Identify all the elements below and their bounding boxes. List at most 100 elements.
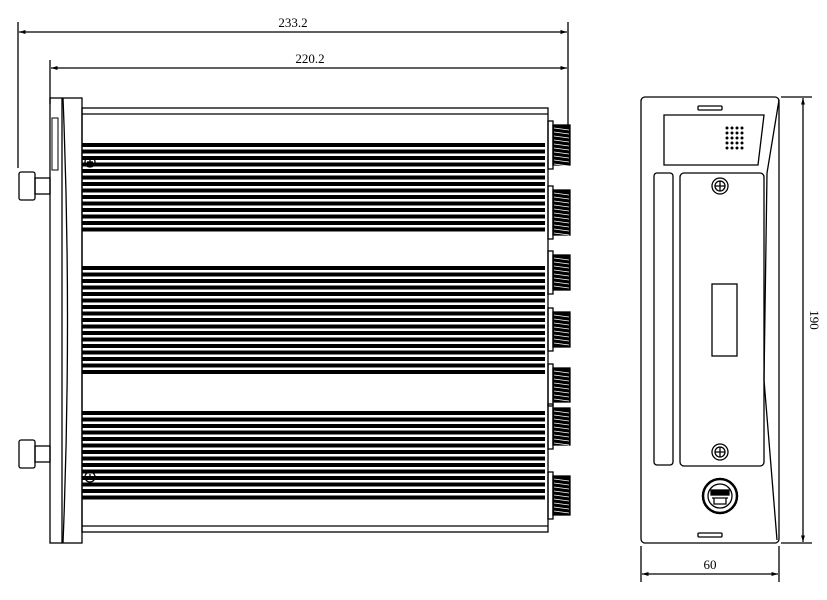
fin xyxy=(82,162,545,167)
fin xyxy=(82,337,545,342)
dimension-label-body-length: 220.2 xyxy=(295,51,324,66)
grille-dot xyxy=(730,141,734,145)
fin xyxy=(82,430,545,435)
connector-icon xyxy=(547,185,571,240)
dimension-body-length: 220.2 xyxy=(49,51,567,104)
fin xyxy=(82,175,545,180)
front-panel-outline xyxy=(640,96,780,544)
slot xyxy=(697,532,723,538)
fin xyxy=(82,495,545,500)
fin xyxy=(82,344,545,348)
fin xyxy=(82,363,545,368)
dimension-width: 60 xyxy=(640,546,780,582)
fin xyxy=(82,214,545,219)
fin xyxy=(82,156,545,160)
power-connector-icon xyxy=(701,477,739,515)
grille-dot xyxy=(725,141,729,145)
fin xyxy=(82,489,545,493)
dimension-label-overall-length: 233.2 xyxy=(278,15,307,30)
front-plate xyxy=(49,97,83,544)
display-window xyxy=(663,114,765,166)
grille-dot xyxy=(730,126,734,130)
grille-dot xyxy=(735,136,739,140)
grille-dot xyxy=(725,146,729,150)
dimension-label-width: 60 xyxy=(704,557,717,572)
thumbscrew-icon xyxy=(18,171,51,201)
fin xyxy=(82,437,545,441)
fin xyxy=(82,227,545,232)
connector-icon xyxy=(547,403,571,450)
fin xyxy=(82,424,545,428)
screw-icon xyxy=(711,177,729,195)
fin xyxy=(82,143,545,147)
fin xyxy=(82,482,545,487)
thumbscrew-icon xyxy=(18,439,51,469)
fin xyxy=(82,311,545,316)
fin xyxy=(82,318,545,322)
fin xyxy=(82,350,545,355)
access-cover xyxy=(679,172,765,467)
fin xyxy=(82,305,545,309)
fin xyxy=(82,324,545,329)
fin xyxy=(82,221,545,225)
grille-dot xyxy=(740,141,744,145)
connector-icon xyxy=(547,363,571,407)
grille-dot xyxy=(735,126,739,130)
fin xyxy=(82,208,545,212)
grille-dot xyxy=(740,131,744,135)
grille-dot xyxy=(725,131,729,135)
dimension-height: 190 xyxy=(781,96,822,544)
card-slot xyxy=(653,172,674,466)
dimension-overall-length: 233.2 xyxy=(17,15,569,168)
grille-dot xyxy=(730,131,734,135)
fin xyxy=(82,292,545,296)
fin xyxy=(82,370,545,374)
fin xyxy=(82,285,545,290)
grille-dot xyxy=(735,131,739,135)
fin xyxy=(82,195,545,199)
fin xyxy=(82,443,545,448)
fin xyxy=(82,182,545,186)
fin xyxy=(82,469,545,474)
screw-icon xyxy=(84,156,96,168)
fin xyxy=(82,417,545,422)
rear-connectors xyxy=(547,120,571,520)
fin xyxy=(82,279,545,283)
grille-dot xyxy=(730,146,734,150)
connector-icon xyxy=(547,471,571,520)
fin xyxy=(82,476,545,480)
connector-icon xyxy=(547,250,571,295)
grille-dot xyxy=(735,141,739,145)
label-window xyxy=(711,283,738,357)
grille-dot xyxy=(730,136,734,140)
fin xyxy=(82,456,545,461)
dimension-label-height: 190 xyxy=(807,310,822,330)
fin xyxy=(82,411,545,415)
fin xyxy=(82,298,545,303)
grille-dot xyxy=(735,146,739,150)
grille-dot xyxy=(740,126,744,130)
fin xyxy=(82,331,545,335)
front-view xyxy=(640,96,780,544)
fin xyxy=(82,450,545,454)
connector-icon xyxy=(547,307,571,352)
speaker-grille xyxy=(725,126,744,150)
grille-dot xyxy=(725,126,729,130)
slot xyxy=(697,105,723,111)
fin xyxy=(82,272,545,277)
screw-icon xyxy=(84,471,96,483)
fin xyxy=(82,463,545,467)
fin xyxy=(82,149,545,154)
grille-dot xyxy=(740,136,744,140)
fin xyxy=(82,169,545,173)
thumbscrews xyxy=(18,171,51,469)
heatsink-fins xyxy=(82,143,545,500)
grille-dot xyxy=(740,146,744,150)
connector-icon xyxy=(547,120,571,170)
fin xyxy=(82,201,545,206)
fin xyxy=(82,188,545,193)
grille-dot xyxy=(725,136,729,140)
fin xyxy=(82,266,545,270)
screw-icon xyxy=(711,443,729,461)
